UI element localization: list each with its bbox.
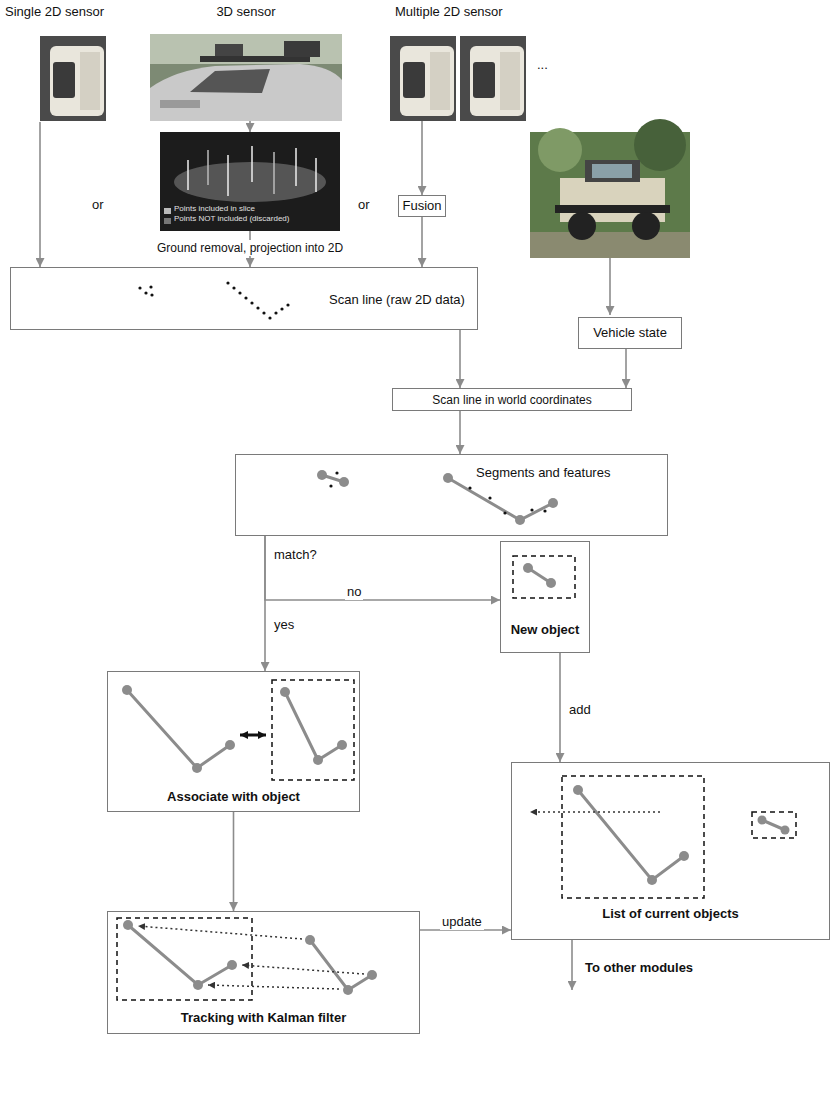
association-sketch (122, 680, 354, 780)
sensor-block: Multiple 2D sensor (390, 4, 530, 121)
node-text: Points NOT included (discarded) (174, 214, 289, 224)
node-text: Points included in slice (174, 204, 255, 214)
connector (459, 411, 461, 454)
object-list-sketch (530, 776, 796, 898)
arrow (571, 940, 573, 990)
connector (39, 122, 41, 267)
edge-label-holder: Ground removal, projection into 2D (155, 238, 345, 256)
edge-label: update (440, 914, 484, 930)
node-text: Multiple 2D sensor (395, 4, 503, 20)
edge-label-holder: update (440, 912, 484, 930)
edge-label-holder: no (345, 582, 363, 600)
process-box: Associate with object (107, 671, 360, 812)
annotation: or (356, 197, 372, 213)
connector (421, 121, 423, 195)
label-holder: To other modules (583, 958, 695, 976)
label-holder: or (356, 195, 372, 213)
tracking-sketch (117, 918, 377, 1000)
edge-label: yes (272, 617, 296, 633)
node-text: Scan line in world coordinates (432, 393, 591, 407)
connector (459, 330, 461, 388)
sensor-block: 3D sensor (150, 4, 342, 121)
node-text: Fusion (402, 198, 441, 214)
scan-points (138, 281, 289, 319)
node-text: Single 2D sensor (5, 4, 104, 20)
car-photo (150, 34, 342, 121)
annotation: To other modules (583, 960, 695, 976)
label-holder: ... (535, 55, 550, 73)
vehicle-photo (530, 119, 690, 258)
node-text: Segments and features (476, 465, 610, 481)
annotation: ... (535, 57, 550, 73)
lidar-sensor-photo (390, 36, 456, 121)
annotation: or (90, 197, 106, 213)
node-text: List of current objects (602, 906, 739, 922)
process-box: Fusion (398, 195, 446, 217)
edge-label: no (345, 584, 363, 600)
process-box: Tracking with Kalman filter (107, 911, 420, 1034)
node-text: Tracking with Kalman filter (181, 1010, 346, 1026)
node-text: Scan line (raw 2D data) (329, 292, 465, 308)
lidar-sensor-photo (460, 36, 526, 121)
node-text: 3D sensor (216, 4, 275, 20)
annotation: match? (272, 547, 319, 563)
data-box: Segments and features (235, 454, 668, 536)
node-text: Vehicle state (593, 325, 667, 341)
process-box: Scan line in world coordinates (392, 388, 632, 411)
edge-label: Ground removal, projection into 2D (155, 240, 345, 256)
label-holder: or (90, 195, 106, 213)
connector (421, 217, 423, 267)
data-box: List of current objects (511, 762, 830, 940)
label-holder: match? (272, 545, 319, 563)
connector (249, 121, 251, 132)
edge-label-holder: yes (272, 615, 296, 633)
edge-label: add (567, 702, 593, 718)
edge-label-holder: add (567, 700, 593, 718)
connector (559, 653, 561, 762)
connector (625, 349, 627, 388)
process-box: Vehicle state (578, 317, 682, 349)
sensor-block: Single 2D sensor (5, 4, 120, 122)
connector (265, 536, 500, 600)
process-box: New object (500, 541, 590, 653)
new-object-sketch (513, 556, 575, 598)
lidar-sensor-photo (40, 36, 106, 121)
arrow (609, 258, 611, 315)
point-cloud-block: Points included in slicePoints NOT inclu… (160, 132, 340, 231)
connector (233, 812, 235, 911)
node-text: Associate with object (167, 789, 300, 805)
node-text: New object (511, 622, 580, 638)
data-box: Scan line (raw 2D data) (10, 267, 478, 330)
point-cloud-image (160, 132, 340, 231)
